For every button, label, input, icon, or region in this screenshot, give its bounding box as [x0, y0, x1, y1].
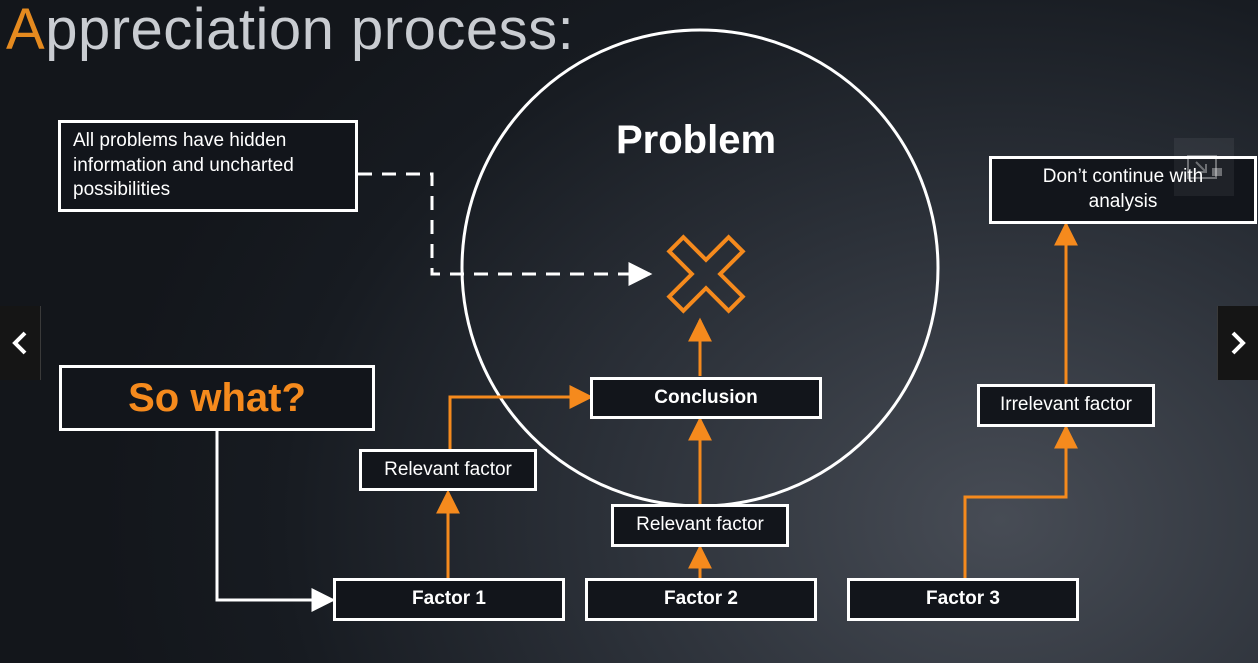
chevron-left-icon [12, 331, 27, 355]
relevant1-to-conclusion-arrow [448, 385, 594, 451]
irrelevant-factor-box: Irrelevant factor [977, 384, 1155, 427]
previous-slide-button[interactable] [0, 306, 41, 380]
picture-in-picture-icon [1187, 155, 1222, 179]
relevant-factor-text-2: Relevant factor [636, 514, 764, 536]
factor-3-box: Factor 3 [847, 578, 1079, 621]
factor-2-box: Factor 2 [585, 578, 817, 621]
relevant-factor-text-1: Relevant factor [384, 458, 512, 480]
relevant-factor-box-2: Relevant factor [611, 504, 789, 547]
chevron-right-icon [1231, 331, 1246, 355]
picture-in-picture-button[interactable] [1174, 138, 1234, 196]
factor-1-text: Factor 1 [412, 588, 486, 610]
dont-continue-text: Don’t continue with analysis [1042, 166, 1204, 212]
hidden-info-box: All problems have hidden information and… [58, 120, 358, 212]
conclusion-box: Conclusion [590, 377, 822, 419]
slide-title-rest: ppreciation process: [45, 0, 575, 62]
dont-continue-box: Don’t continue with analysis [989, 156, 1257, 224]
factor-2-text: Factor 2 [664, 588, 738, 610]
cross-icon [666, 234, 746, 314]
next-slide-button[interactable] [1217, 306, 1258, 380]
slide-title-initial: A [6, 0, 46, 62]
irrelevant-factor-text: Irrelevant factor [1000, 394, 1132, 416]
slide-title: Appreciation process: [6, 0, 574, 63]
factor-3-text: Factor 3 [926, 588, 1000, 610]
hidden-info-text: All problems have hidden information and… [73, 129, 294, 201]
hidden-info-dashed-arrow [358, 172, 653, 286]
conclusion-text: Conclusion [654, 386, 758, 408]
factor3-to-irrelevant-arrow [963, 424, 1078, 578]
so-what-box: So what? [59, 365, 375, 431]
relevant-factor-box-1: Relevant factor [359, 449, 537, 491]
factor-1-box: Factor 1 [333, 578, 565, 621]
so-what-arrow [215, 430, 336, 612]
so-what-text: So what? [128, 376, 306, 420]
problem-label: Problem [616, 118, 777, 162]
